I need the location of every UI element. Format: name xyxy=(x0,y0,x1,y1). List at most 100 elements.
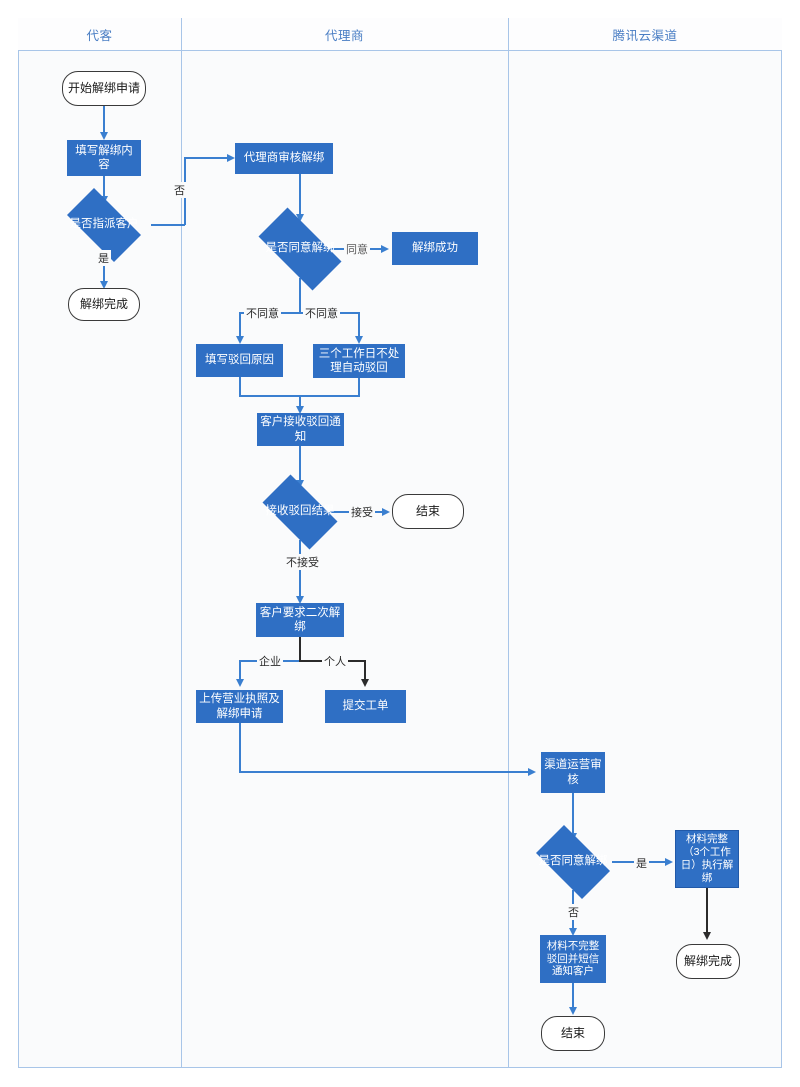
node-customer-receive-reject-notice[interactable]: 客户接收驳回通知 xyxy=(257,413,344,446)
edge-reject-left-down xyxy=(239,377,241,396)
node-unbind-complete-tencent-label: 解绑完成 xyxy=(683,954,732,969)
node-fill-unbind-content-label: 填写解绑内容 xyxy=(75,144,133,171)
edge-upload-across xyxy=(239,771,529,773)
edge-label-yes-assign: 是 xyxy=(96,250,111,266)
edge-individual-arrow xyxy=(361,679,369,687)
edge-upload-down xyxy=(239,723,241,773)
edge-incomplete-to-end xyxy=(572,983,574,1011)
lane-header-agent: 代理商 xyxy=(181,18,508,51)
edge-reject-merge-arrow xyxy=(295,406,304,414)
lane-header-tencent-label: 腾讯云渠道 xyxy=(612,28,678,43)
node-agent-review-unbind[interactable]: 代理商审核解绑 xyxy=(235,143,333,174)
edge-label-disagree-left: 不同意 xyxy=(244,305,281,321)
node-end-agent[interactable]: 结束 xyxy=(392,494,464,529)
node-unbind-complete-tencent[interactable]: 解绑完成 xyxy=(676,944,740,979)
edge-label-agree: 同意 xyxy=(344,241,370,257)
edge-label-channel-no: 否 xyxy=(566,904,581,920)
edge-fill-to-assign xyxy=(103,176,105,200)
node-end-tencent[interactable]: 结束 xyxy=(541,1016,605,1051)
node-channel-agree-unbind-decision-label: 是否同意解绑 xyxy=(538,855,608,868)
edge-upload-arrow xyxy=(528,767,536,776)
node-end-agent-label: 结束 xyxy=(415,504,440,519)
edge-label-individual: 个人 xyxy=(322,653,348,669)
lane-header-tencent: 腾讯云渠道 xyxy=(508,18,782,51)
node-material-complete-execute-label: 材料完整（3个工作日）执行解绑 xyxy=(680,833,734,884)
edge-assign-no-h2 xyxy=(184,157,228,159)
edge-disagree-stem xyxy=(299,278,301,313)
edge-disagree-h xyxy=(239,312,360,314)
node-receive-reject-result-decision[interactable]: 接收驳回结果 xyxy=(253,474,347,550)
edge-reject-right-down xyxy=(358,378,360,396)
edge-channel-yes-arrow xyxy=(665,857,673,866)
node-fill-reject-reason[interactable]: 填写驳回原因 xyxy=(196,344,283,377)
lane-divider-2 xyxy=(508,18,509,1068)
edge-label-accept: 接受 xyxy=(349,504,375,520)
node-unbind-complete-customer-label: 解绑完成 xyxy=(79,297,128,312)
edge-label-disagree-right: 不同意 xyxy=(303,305,340,321)
node-start-unbind-request[interactable]: 开始解绑申请 xyxy=(62,71,146,106)
node-channel-operation-review-label: 渠道运营审核 xyxy=(544,759,602,786)
edge-material-complete-down xyxy=(706,888,708,936)
lane-divider-1 xyxy=(181,18,182,1068)
node-submit-ticket[interactable]: 提交工单 xyxy=(325,690,406,723)
node-material-incomplete-reject-sms[interactable]: 材料不完整驳回并短信通知客户 xyxy=(540,935,606,983)
edge-start-to-fill xyxy=(103,106,105,133)
node-upload-license-and-application[interactable]: 上传营业执照及解绑申请 xyxy=(196,690,283,723)
lane-header-customer: 代客 xyxy=(18,18,181,51)
node-customer-receive-reject-notice-label: 客户接收驳回通知 xyxy=(260,416,341,443)
node-channel-operation-review[interactable]: 渠道运营审核 xyxy=(541,752,605,793)
edge-assign-yes xyxy=(103,252,105,285)
edge-reject-merge-v xyxy=(299,395,301,409)
edge-disagree-left-v xyxy=(239,312,241,340)
edge-not-accept xyxy=(299,540,301,602)
edge-material-complete-arrow xyxy=(703,932,711,940)
node-start-unbind-request-label: 开始解绑申请 xyxy=(67,81,140,96)
edge-start-to-fill-arrow xyxy=(99,132,108,140)
edge-individual-v xyxy=(364,660,366,683)
node-fill-reject-reason-label: 填写驳回原因 xyxy=(205,354,274,367)
edge-disagree-right-v xyxy=(358,312,360,340)
node-end-tencent-label: 结束 xyxy=(560,1026,585,1041)
edge-label-channel-yes: 是 xyxy=(634,855,649,871)
edge-incomplete-to-end-arrow xyxy=(568,1007,577,1015)
edge-accept-arrow xyxy=(382,507,390,516)
edge-enterprise-v xyxy=(239,660,241,683)
node-agent-review-unbind-label: 代理商审核解绑 xyxy=(243,152,325,165)
edge-enterprise-arrow xyxy=(235,679,244,687)
edge-review-to-agree xyxy=(299,174,301,218)
node-unbind-success-label: 解绑成功 xyxy=(412,242,458,255)
node-material-incomplete-reject-sms-label: 材料不完整驳回并短信通知客户 xyxy=(546,939,600,978)
node-submit-ticket-label: 提交工单 xyxy=(342,700,389,713)
node-fill-unbind-content[interactable]: 填写解绑内容 xyxy=(67,140,141,176)
swimlane-frame xyxy=(18,18,782,1068)
edge-disagree-left-arrow xyxy=(235,336,244,344)
node-upload-license-and-application-label: 上传营业执照及解绑申请 xyxy=(199,693,280,720)
lane-header-agent-label: 代理商 xyxy=(324,28,364,43)
node-unbind-success[interactable]: 解绑成功 xyxy=(392,232,478,265)
node-unbind-complete-customer[interactable]: 解绑完成 xyxy=(68,288,140,321)
lane-header-customer-label: 代客 xyxy=(86,28,113,43)
edge-label-no-assign: 否 xyxy=(172,182,187,198)
node-receive-reject-result-decision-label: 接收驳回结果 xyxy=(265,505,335,518)
node-material-complete-execute[interactable]: 材料完整（3个工作日）执行解绑 xyxy=(675,830,739,888)
node-agree-unbind-decision[interactable]: 是否同意解绑 xyxy=(246,207,354,291)
edge-second-stem xyxy=(299,637,301,661)
edge-channel-no-arrow xyxy=(568,928,577,936)
node-customer-request-second-unbind-label: 客户要求二次解绑 xyxy=(259,606,341,633)
edge-not-accept-arrow xyxy=(295,596,304,604)
edge-disagree-right-arrow xyxy=(355,336,363,344)
node-auto-reject-three-days[interactable]: 三个工作日不处理自动驳回 xyxy=(313,344,405,378)
edge-review-to-agree-arrow xyxy=(295,214,304,222)
edge-agree-yes-arrow xyxy=(381,244,389,253)
node-assign-customer-decision-label: 是否指派客户 xyxy=(69,218,139,231)
edge-assign-yes-arrow xyxy=(99,281,108,289)
node-assign-customer-decision[interactable]: 是否指派客户 xyxy=(57,188,151,262)
node-channel-agree-unbind-decision[interactable]: 是否同意解绑 xyxy=(527,825,619,899)
node-agree-unbind-decision-label: 是否同意解绑 xyxy=(265,242,335,255)
edge-channel-review-down xyxy=(572,793,574,837)
edge-label-not-accept: 不接受 xyxy=(284,554,321,570)
edge-label-enterprise: 企业 xyxy=(257,653,283,669)
node-customer-request-second-unbind[interactable]: 客户要求二次解绑 xyxy=(256,603,344,637)
node-auto-reject-three-days-label: 三个工作日不处理自动驳回 xyxy=(318,347,400,374)
